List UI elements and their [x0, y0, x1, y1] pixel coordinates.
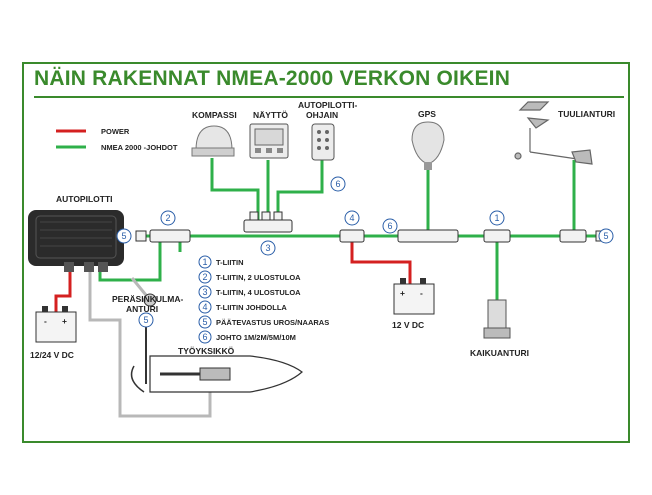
marker-res-rudder: 5 [143, 315, 148, 325]
title-underline [34, 96, 624, 98]
battery-left [35, 306, 77, 343]
key-num: 5 [202, 317, 207, 327]
battery-right-minus: - [420, 288, 423, 298]
label-battery-left: 12/24 V DC [30, 350, 74, 360]
display-device [249, 123, 289, 159]
boat-hull [130, 293, 303, 393]
autopilot-unit [28, 210, 124, 272]
key-item: 1 T-LIITIN [198, 255, 244, 269]
marker-tee2: 2 [165, 213, 170, 223]
key-text: JOHTO 1M/2M/5M/10M [216, 333, 296, 342]
label-display: NÄYTTÖ [253, 110, 288, 120]
legend-nmea-label: NMEA 2000 -JOHDOT [101, 143, 178, 152]
key-item: 2 T-LIITIN, 2 ULOSTULOA [198, 270, 301, 284]
label-gps: GPS [418, 109, 436, 119]
diagram-title: NÄIN RAKENNAT NMEA-2000 VERKON OIKEIN [34, 67, 511, 90]
power-cables [54, 240, 412, 312]
marker-term-left: 5 [121, 231, 126, 241]
legend-power-label: POWER [101, 127, 130, 136]
gps-device [411, 121, 445, 170]
label-controller-line2: OHJAIN [306, 110, 338, 120]
label-battery-right: 12 V DC [392, 320, 424, 330]
key-text: T-LIITIN, 2 ULOSTULOA [216, 273, 301, 282]
marker-tee4: 4 [349, 213, 354, 223]
marker-cable-mid: 6 [387, 221, 392, 231]
label-compass: KOMPASSI [192, 110, 237, 120]
key-text: T-LIITIN JOHDOLLA [216, 303, 287, 312]
label-controller-line1: AUTOPILOTTI- [298, 100, 358, 110]
wind-sensor-device [514, 101, 593, 165]
marker-term-right: 5 [603, 231, 608, 241]
backbone-cables [98, 158, 606, 300]
tee-connectors [135, 211, 607, 243]
key-num: 4 [202, 302, 207, 312]
label-actuator: TYÖYKSIKKÖ [178, 346, 235, 356]
key-text: T-LIITIN [216, 258, 244, 267]
key-item: 6 JOHTO 1M/2M/5M/10M [198, 330, 296, 344]
battery-left-minus: - [44, 316, 47, 326]
key-item: 3 T-LIITIN, 4 ULOSTULOA [198, 285, 301, 299]
key-item: 5 PÄÄTEVASTUS UROS/NAARAS [198, 315, 329, 329]
diagram-frame [22, 62, 630, 443]
label-rudder-line1: PERÄSINKULMA- [112, 294, 183, 304]
key-num: 2 [202, 272, 207, 282]
sensor-cables [88, 268, 212, 418]
label-autopilot: AUTOPILOTTI [56, 194, 113, 204]
marker-tee1: 1 [494, 213, 499, 223]
marker-circles [116, 176, 614, 328]
label-wind: TUULIANTURI [558, 109, 615, 119]
key-text: T-LIITIN, 4 ULOSTULOA [216, 288, 301, 297]
battery-right [393, 278, 435, 315]
key-num: 3 [202, 287, 207, 297]
label-sounder: KAIKUANTURI [470, 348, 529, 358]
compass-device [191, 125, 235, 157]
battery-left-plus: + [62, 316, 67, 326]
key-num: 1 [202, 257, 207, 267]
component-key: 1 T-LIITIN 2 T-LIITIN, 2 ULOSTULOA 3 T-L… [198, 255, 329, 344]
battery-right-plus: + [400, 288, 405, 298]
key-item: 4 T-LIITIN JOHDOLLA [198, 300, 287, 314]
autopilot-controller-device [311, 123, 335, 161]
key-text: PÄÄTEVASTUS UROS/NAARAS [216, 318, 329, 327]
label-rudder-line2: ANTURI [126, 304, 158, 314]
sounder-device [483, 299, 511, 339]
key-num: 6 [202, 332, 207, 342]
marker-tee3: 3 [265, 243, 270, 253]
marker-cable-ctrl: 6 [335, 179, 340, 189]
